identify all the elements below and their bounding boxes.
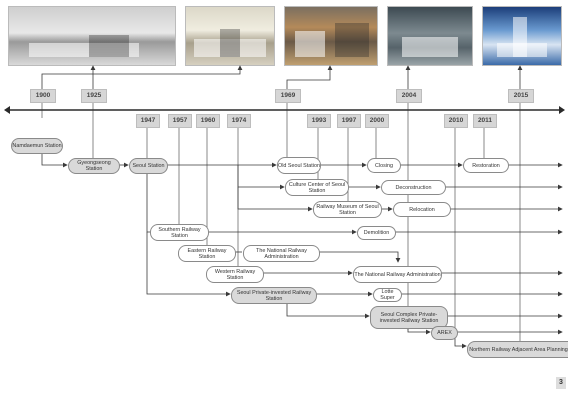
year-1925: 1925: [81, 89, 107, 103]
node-western-railway-station: Western Railway Station: [206, 266, 264, 283]
node-eastern-railway-station: Eastern Railway Station: [178, 245, 236, 262]
node-railway-museum: Railway Museum of Seoul Station: [313, 201, 382, 218]
year-2011: 2011: [473, 114, 497, 128]
node-national-railway-admin-1: The National Railway Administration: [243, 245, 320, 262]
node-closing: Closing: [367, 158, 401, 173]
photo-gyeongseong-1925: [185, 6, 275, 66]
node-demolition: Demolition: [357, 226, 396, 240]
node-namdaemun-station: Namdaemun Station: [11, 138, 63, 154]
node-old-seoul-station: Old Seoul Station: [277, 157, 321, 174]
photo-namdaemun-1900: [8, 6, 176, 66]
year-2000: 2000: [365, 114, 389, 128]
year-1960: 1960: [196, 114, 220, 128]
photo-seoul-2015: [482, 6, 562, 66]
node-relocation: Relocation: [393, 202, 451, 217]
year-1974: 1974: [227, 114, 251, 128]
node-lotte-super: Lotte Super: [373, 288, 402, 302]
year-2004: 2004: [396, 89, 422, 103]
year-2015: 2015: [508, 89, 534, 103]
year-1900: 1900: [30, 89, 56, 103]
node-seoul-station: Seoul Station: [129, 158, 168, 174]
year-2010: 2010: [444, 114, 468, 128]
node-southern-railway-station: Southern Railway Station: [150, 224, 209, 241]
photo-seoul-1969: [284, 6, 378, 66]
year-1947: 1947: [136, 114, 160, 128]
year-1993: 1993: [307, 114, 331, 128]
node-culture-center: Culture Center of Seoul Station: [285, 179, 349, 196]
node-complex-private-invested-station: Seoul Complex Private-invested Railway S…: [370, 306, 448, 329]
photo-seoul-2004: [387, 6, 473, 66]
year-1957: 1957: [168, 114, 192, 128]
page-number: 3: [556, 377, 566, 389]
node-arex: AREX: [431, 326, 458, 340]
node-private-invested-station: Seoul Private-invested Railway Station: [231, 287, 317, 304]
node-national-railway-admin-2: The National Railway Administration: [353, 266, 442, 283]
node-restoration: Restoration: [463, 158, 509, 173]
year-1997: 1997: [337, 114, 361, 128]
node-deconstruction: Deconstruction: [381, 180, 446, 195]
year-1969: 1969: [275, 89, 301, 103]
node-northern-railway-planning: Northern Railway Adjacent Area Planning: [467, 341, 568, 358]
node-gyeongseong-station: Gyeongseong Station: [68, 158, 120, 174]
